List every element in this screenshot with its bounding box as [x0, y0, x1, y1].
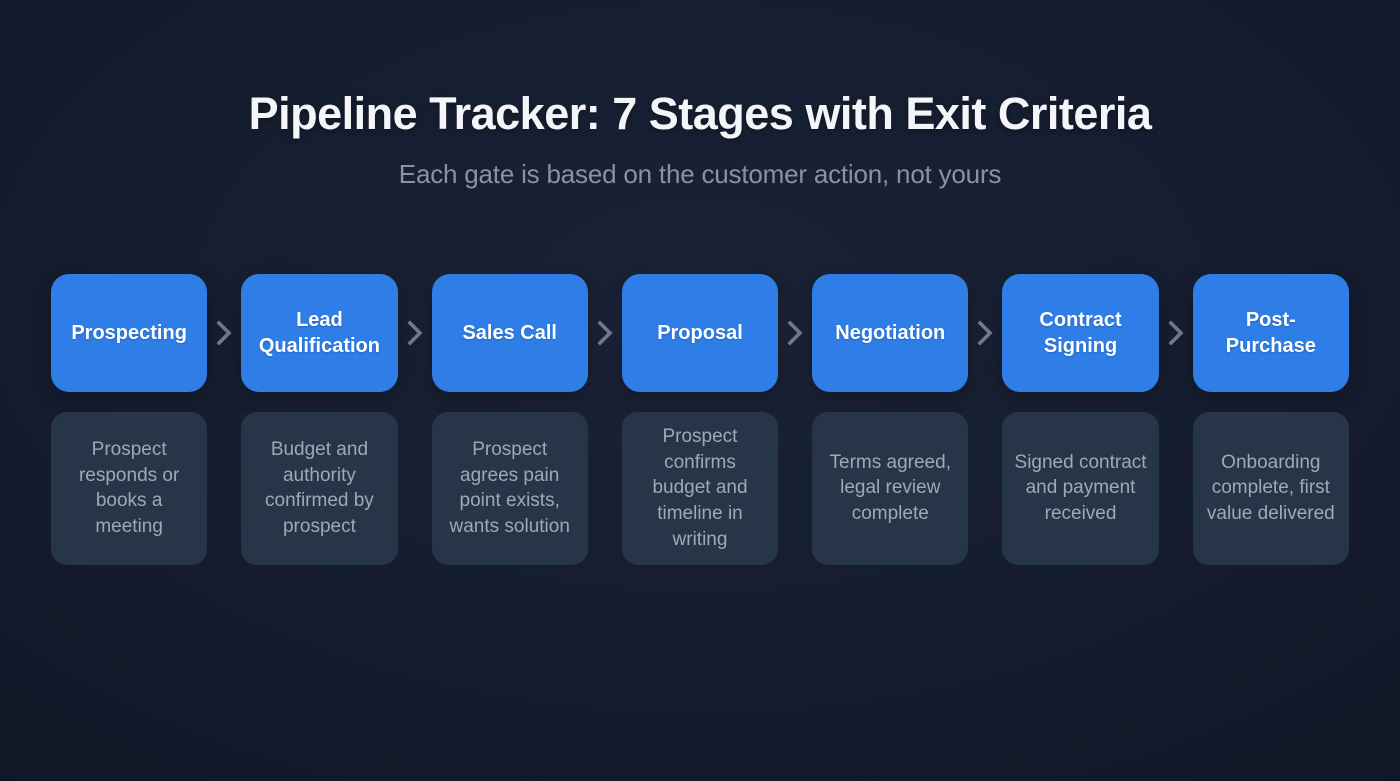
stage-box-post-purchase: Post-Purchase — [1192, 273, 1349, 392]
chevron-right-icon — [787, 320, 803, 346]
chevron-right-icon — [597, 320, 613, 346]
criteria-text: Prospect confirms budget and timeline in… — [652, 426, 748, 550]
arrow-cell — [1159, 274, 1193, 392]
spacer — [968, 412, 1002, 565]
chevron-right-icon — [216, 320, 232, 346]
criteria-text: Budget and authority confirmed by prospe… — [265, 438, 374, 537]
stage-label: Post-Purchase — [1225, 308, 1316, 357]
stage-row: Prospecting Lead Qualification Sales Cal… — [51, 273, 1349, 392]
criteria-text: Onboarding complete, first value deliver… — [1206, 451, 1335, 525]
stage-box-contract-signing: Contract Signing — [1002, 273, 1159, 392]
criteria-box-prospecting: Prospect responds or books a meeting — [51, 411, 208, 565]
criteria-box-contract-signing: Signed contract and payment received — [1002, 411, 1159, 565]
chevron-right-icon — [1168, 320, 1184, 346]
page-title: Pipeline Tracker: 7 Stages with Exit Cri… — [248, 88, 1152, 139]
criteria-box-lead-qualification: Budget and authority confirmed by prospe… — [241, 411, 398, 565]
stage-box-sales-call: Sales Call — [431, 273, 588, 392]
arrow-cell — [968, 274, 1002, 392]
stage-label: Negotiation — [835, 321, 946, 344]
spacer — [398, 412, 432, 565]
criteria-box-negotiation: Terms agreed, legal review complete — [812, 411, 969, 565]
spacer — [207, 412, 241, 565]
stage-label: Sales Call — [462, 321, 557, 344]
page-subtitle: Each gate is based on the customer actio… — [398, 158, 1002, 189]
spacer — [778, 412, 812, 565]
arrow-cell — [398, 274, 432, 392]
stage-box-negotiation: Negotiation — [812, 273, 969, 392]
arrow-cell — [778, 274, 812, 392]
stage-box-prospecting: Prospecting — [51, 273, 208, 392]
stage-label: Proposal — [657, 321, 743, 344]
stage-label: Prospecting — [71, 321, 187, 344]
header: Pipeline Tracker: 7 Stages with Exit Cri… — [0, 0, 1400, 190]
criteria-box-post-purchase: Onboarding complete, first value deliver… — [1192, 411, 1349, 565]
criteria-text: Prospect agrees pain point exists, wants… — [449, 438, 570, 537]
criteria-box-sales-call: Prospect agrees pain point exists, wants… — [431, 411, 588, 565]
stage-box-lead-qualification: Lead Qualification — [241, 273, 398, 392]
spacer — [1159, 412, 1193, 565]
criteria-box-proposal: Prospect confirms budget and timeline in… — [621, 411, 779, 565]
spacer — [588, 412, 622, 565]
pipeline-diagram: Prospecting Lead Qualification Sales Cal… — [51, 273, 1349, 565]
stage-box-proposal: Proposal — [621, 273, 779, 392]
criteria-text: Terms agreed, legal review complete — [829, 451, 951, 525]
criteria-row: Prospect responds or books a meeting Bud… — [51, 411, 1349, 565]
stage-label: Lead Qualification — [258, 308, 380, 357]
arrow-cell — [207, 274, 241, 392]
criteria-text: Signed contract and payment received — [1014, 451, 1147, 525]
criteria-text: Prospect responds or books a meeting — [78, 438, 180, 537]
chevron-right-icon — [977, 320, 993, 346]
stage-label: Contract Signing — [1039, 308, 1122, 357]
arrow-cell — [588, 274, 622, 392]
chevron-right-icon — [407, 320, 423, 346]
